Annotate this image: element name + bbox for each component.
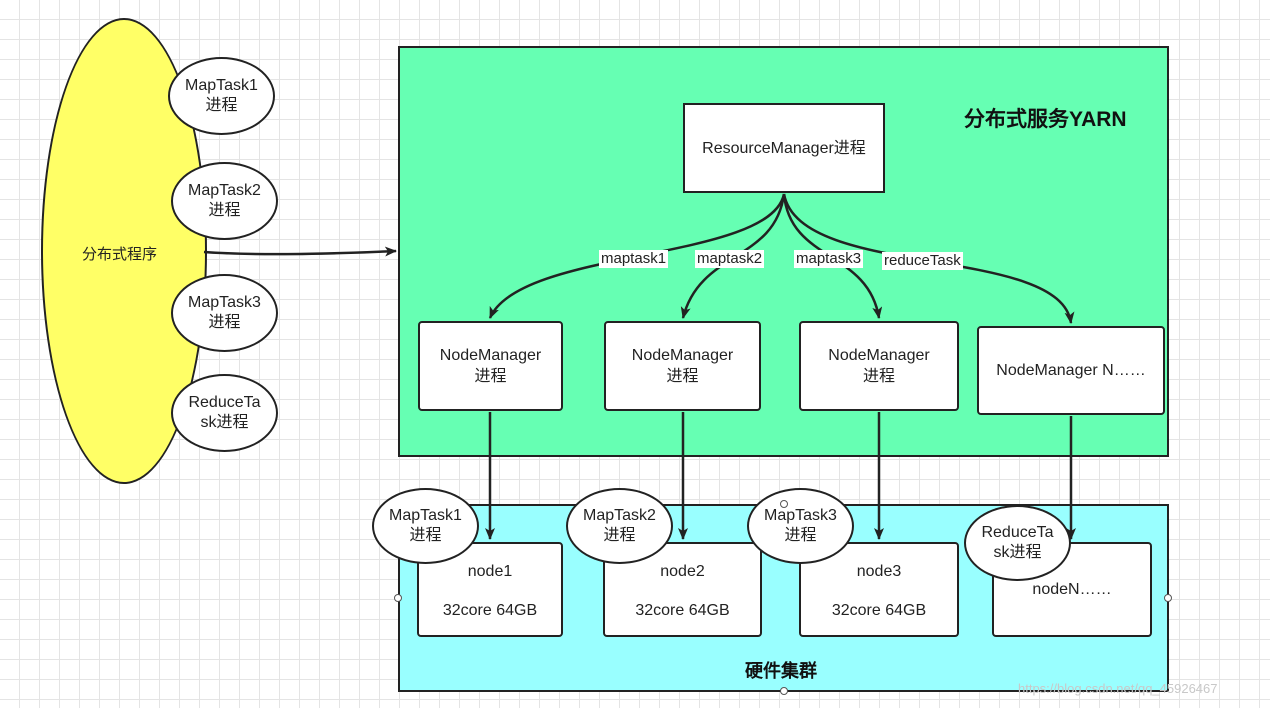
nodeN-task-line1: ReduceTa <box>981 524 1054 541</box>
program-to-yarn-arrow <box>203 246 397 257</box>
client-maptask1-line2: 进程 <box>205 97 238 114</box>
node-3: node3 32core 64GB <box>799 542 959 637</box>
nodeN-reducetask-ellipse: ReduceTa sk进程 <box>964 505 1071 581</box>
client-maptask3-line2: 进程 <box>208 314 241 331</box>
node3-task-line2: 进程 <box>784 527 817 544</box>
node-manager-1: NodeManager 进程 <box>418 321 563 411</box>
node-manager-1-line2: 进程 <box>474 368 507 385</box>
node-manager-n: NodeManager N…… <box>977 326 1165 415</box>
node3-maptask3-ellipse: MapTask3 进程 <box>747 488 854 564</box>
node-2-spec: 32core 64GB <box>635 602 730 619</box>
node-2-name: node2 <box>660 563 705 580</box>
node-manager-2-line2: 进程 <box>666 368 699 385</box>
node-manager-n-line1: NodeManager N…… <box>996 362 1146 379</box>
resource-manager-box: ResourceManager进程 <box>683 103 885 193</box>
client-reducetask-line2: sk进程 <box>200 414 249 431</box>
node-manager-2-line1: NodeManager <box>631 347 734 364</box>
distributed-program-label: 分布式程序 <box>82 246 158 263</box>
node-1-spec: 32core 64GB <box>442 602 538 619</box>
resize-handle-right[interactable] <box>1164 594 1172 602</box>
node2-maptask2-ellipse: MapTask2 进程 <box>566 488 673 564</box>
node-manager-2: NodeManager 进程 <box>604 321 761 411</box>
edge-label-maptask1: maptask1 <box>599 250 669 268</box>
client-maptask2-line1: MapTask2 <box>188 182 261 199</box>
client-reducetask-line1: ReduceTa <box>188 394 261 411</box>
node2-task-line1: MapTask2 <box>583 507 656 524</box>
resize-handle-bottom[interactable] <box>780 687 788 695</box>
edge-label-reducetask: reduceTask <box>882 252 963 270</box>
yarn-title: 分布式服务YARN <box>964 108 1127 131</box>
node-n: nodeN…… <box>992 542 1152 637</box>
resource-manager-label: ResourceManager进程 <box>702 139 866 157</box>
node-manager-1-line1: NodeManager <box>439 347 542 364</box>
nodeN-task-line2: sk进程 <box>993 544 1042 561</box>
watermark-url: https://blog.csdn.net/qq_45926467 <box>1018 681 1218 696</box>
client-maptask2-ellipse: MapTask2 进程 <box>171 162 278 240</box>
node-n-name: nodeN…… <box>1032 581 1112 598</box>
client-maptask3-line1: MapTask3 <box>188 294 261 311</box>
node-manager-3-line2: 进程 <box>862 368 895 385</box>
node-manager-3-line1: NodeManager <box>828 347 930 364</box>
node-manager-3: NodeManager 进程 <box>799 321 959 411</box>
node-3-name: node3 <box>856 563 902 580</box>
resize-handle-left[interactable] <box>394 594 402 602</box>
edge-label-maptask3: maptask3 <box>794 250 864 268</box>
client-maptask1-ellipse: MapTask1 进程 <box>168 57 275 135</box>
node-3-spec: 32core 64GB <box>831 602 927 619</box>
node-1-name: node1 <box>467 563 513 580</box>
client-maptask1-line1: MapTask1 <box>185 77 258 94</box>
cluster-title: 硬件集群 <box>745 661 817 681</box>
resize-handle-top[interactable] <box>780 500 788 508</box>
node1-task-line1: MapTask1 <box>389 507 462 524</box>
client-reducetask-ellipse: ReduceTa sk进程 <box>171 374 278 452</box>
node3-task-line1: MapTask3 <box>764 507 837 524</box>
client-maptask3-ellipse: MapTask3 进程 <box>171 274 278 352</box>
node2-task-line2: 进程 <box>603 527 636 544</box>
client-maptask2-line2: 进程 <box>208 202 241 219</box>
node1-task-line2: 进程 <box>409 527 442 544</box>
edge-label-maptask2: maptask2 <box>695 250 765 268</box>
node1-maptask1-ellipse: MapTask1 进程 <box>372 488 479 564</box>
